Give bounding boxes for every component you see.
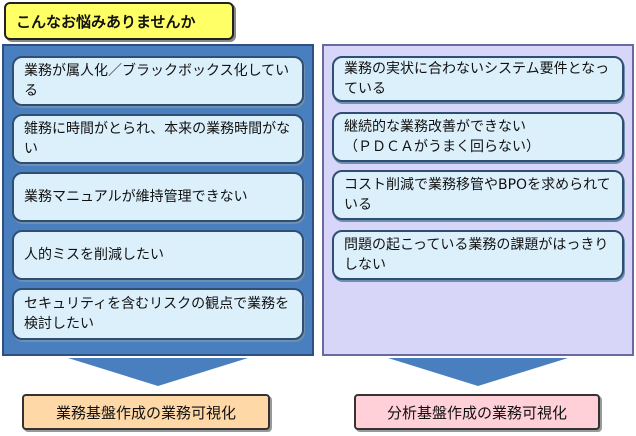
left-concern-item-5: セキュリティを含むリスクの観点で業務を検討したい xyxy=(12,288,304,340)
right-concern-item-4: 問題の起こっている業務の課題がはっきりしない xyxy=(332,230,624,280)
left-result-label: 業務基盤作成の業務可視化 xyxy=(22,394,270,430)
left-concern-item-3: 業務マニュアルが維持管理できない xyxy=(12,172,304,222)
right-concern-item-3: コスト削減で業務移管やBPOを求められている xyxy=(332,170,624,220)
down-arrow-right-icon xyxy=(388,358,568,386)
left-concern-panel: 業務が属人化／ブラックボックス化している 雑務に時間がとられ、本来の業務時間がな… xyxy=(2,44,314,356)
page-title: こんなお悩みありませんか xyxy=(4,2,234,40)
left-concern-item-2: 雑務に時間がとられ、本来の業務時間がない xyxy=(12,114,304,164)
left-concern-item-1: 業務が属人化／ブラックボックス化している xyxy=(12,56,304,106)
left-concern-item-4: 人的ミスを削減したい xyxy=(12,230,304,280)
right-result-label: 分析基盤作成の業務可視化 xyxy=(354,394,600,430)
right-concern-panel: 業務の実状に合わないシステム要件となっている 継続的な業務改善ができない （ＰＤ… xyxy=(322,44,634,356)
right-concern-item-2: 継続的な業務改善ができない （ＰＤＣＡがうまく回らない） xyxy=(332,112,624,162)
right-concern-item-1: 業務の実状に合わないシステム要件となっている xyxy=(332,56,624,102)
down-arrow-left-icon xyxy=(68,358,248,386)
